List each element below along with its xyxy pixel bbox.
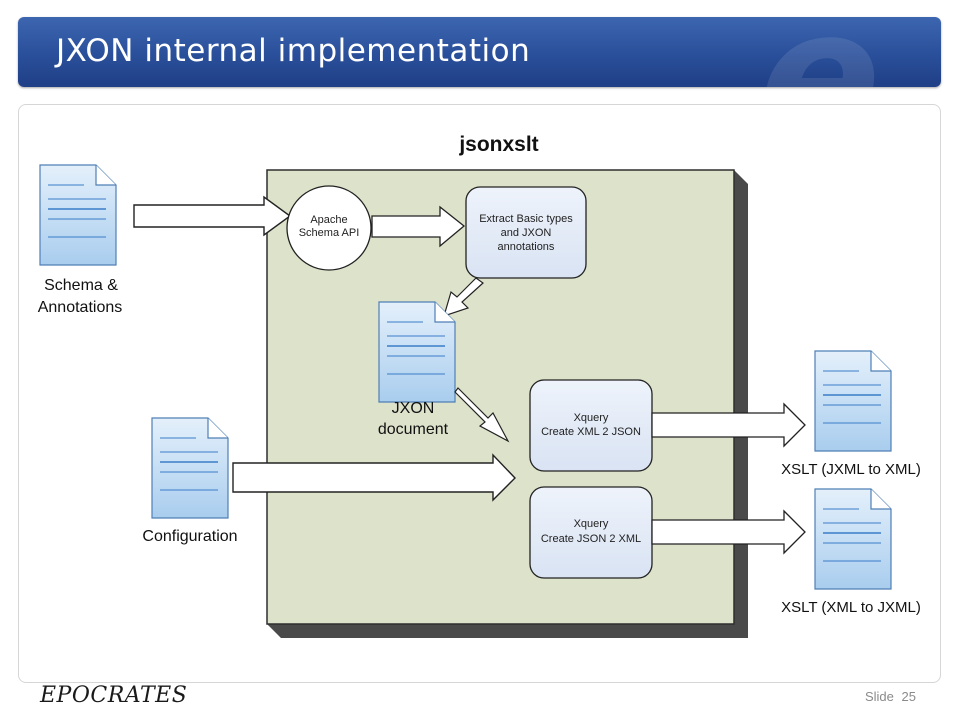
slide-title: JXON internal implementation bbox=[56, 33, 531, 69]
arrow-apache-to-extract bbox=[371, 205, 466, 248]
extract-label-line1: Extract Basic types bbox=[479, 213, 573, 225]
slide-number-area: Slide 25 bbox=[861, 689, 916, 704]
xquery2-label-line1: Xquery bbox=[574, 518, 609, 530]
arrow-extract-to-jxon-document bbox=[443, 277, 484, 317]
jxon-document-icon bbox=[378, 301, 456, 403]
arrow-xquery1-to-output bbox=[651, 402, 806, 448]
configuration-document-icon bbox=[151, 417, 229, 519]
apache-label-line2: Schema API bbox=[299, 227, 360, 239]
arrow-xquery2-to-output bbox=[651, 509, 806, 555]
output2-label: XSLT (XML to JXML) bbox=[781, 599, 921, 616]
arrow-schema-to-apache bbox=[133, 195, 292, 237]
schema-label-line2: Annotations bbox=[38, 299, 123, 316]
jxon-document-label-line1: JXON bbox=[392, 400, 435, 417]
output1-label: XSLT (JXML to XML) bbox=[781, 461, 921, 478]
slide-label: Slide bbox=[864, 689, 894, 704]
extract-label-line2: and JXON bbox=[501, 227, 552, 239]
xslt-jxml-to-xml-document-icon bbox=[814, 350, 892, 452]
watermark-e-logo-icon: e bbox=[759, 17, 881, 87]
apache-label-line1: Apache bbox=[310, 214, 347, 226]
xquery2-label-line2: Create JSON 2 XML bbox=[541, 533, 641, 545]
xquery1-label-line1: Xquery bbox=[574, 412, 609, 424]
schema-label-line1: Schema & bbox=[44, 277, 118, 294]
extract-label-line3: annotations bbox=[498, 241, 555, 253]
container-label: jsonxslt bbox=[458, 133, 538, 156]
xslt-xml-to-jxml-document-icon bbox=[814, 488, 892, 590]
configuration-label: Configuration bbox=[142, 528, 237, 545]
epocrates-logo: EPOCRATES bbox=[40, 683, 187, 708]
arrow-config-to-xquery bbox=[232, 453, 516, 502]
slide-number: 25 bbox=[901, 689, 916, 704]
title-bar: e JXON internal implementation bbox=[18, 17, 941, 87]
apache-schema-api-node bbox=[286, 185, 372, 271]
schema-document-icon bbox=[39, 164, 117, 266]
extract-types-node bbox=[465, 186, 587, 279]
footer-logo-text: EPOCRATES bbox=[40, 683, 188, 708]
arrow-jxon-document-to-xquery bbox=[454, 387, 510, 443]
jxon-document-label-line2: document bbox=[378, 421, 449, 438]
xquery1-label-line2: Create XML 2 JSON bbox=[541, 426, 641, 438]
